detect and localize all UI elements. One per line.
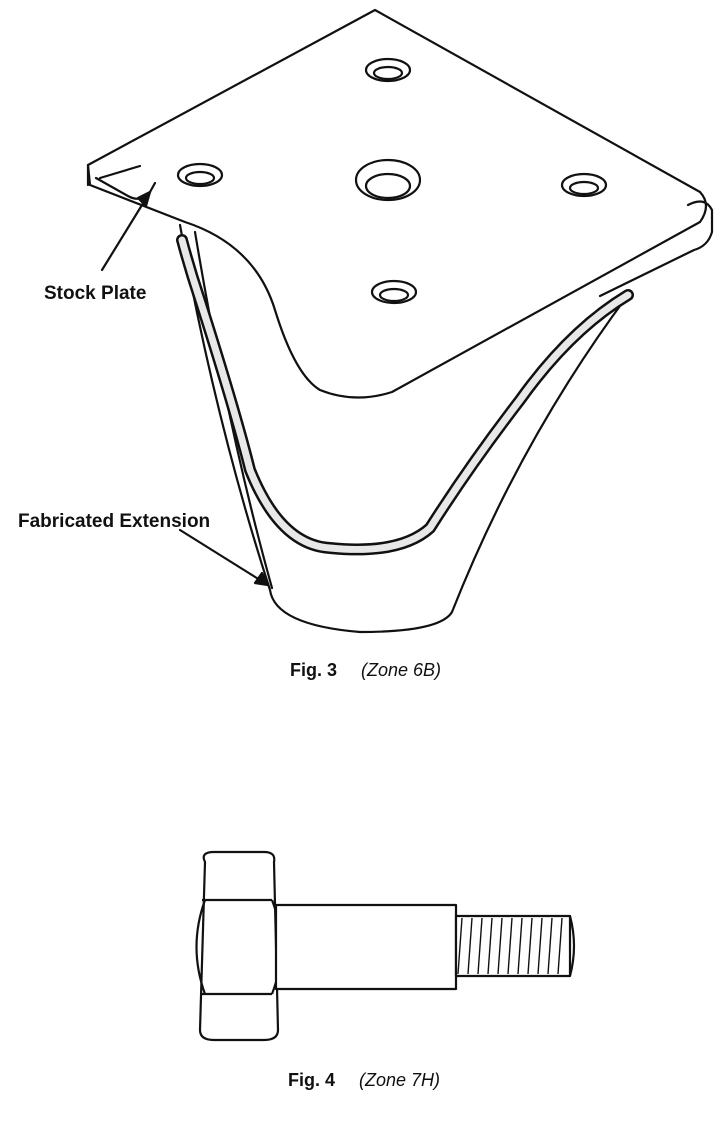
- figure4-caption: Fig. 4 (Zone 7H): [288, 1070, 440, 1091]
- hole-right: [560, 172, 608, 198]
- figure3-zone: (Zone 6B): [361, 660, 442, 680]
- hole-center: [354, 158, 422, 202]
- bolt-shank: [274, 903, 458, 991]
- label-fabricated-extension: Fabricated Extension: [18, 511, 211, 532]
- figure3-caption: Fig. 3 (Zone 6B): [290, 660, 441, 681]
- plate-outline: [86, 8, 708, 399]
- arrow-stock-plate: [100, 190, 152, 272]
- hole-bottom: [370, 279, 418, 305]
- figure3-number: Fig. 3: [290, 660, 338, 680]
- label-stock-plate: Stock Plate: [44, 283, 147, 304]
- bolt-thread: [454, 914, 572, 978]
- arrow-fabricated-extension: [178, 528, 270, 587]
- hole-top: [364, 57, 412, 83]
- hole-left: [176, 162, 224, 188]
- extension-outline: [178, 223, 630, 634]
- figure4-number: Fig. 4: [288, 1070, 336, 1090]
- thread-lines: [457, 917, 563, 975]
- bolt-head: [198, 850, 280, 1042]
- plate-fold-right: [598, 200, 714, 298]
- figure4-zone: (Zone 7H): [359, 1070, 441, 1090]
- bracket-illustration: [86, 8, 714, 634]
